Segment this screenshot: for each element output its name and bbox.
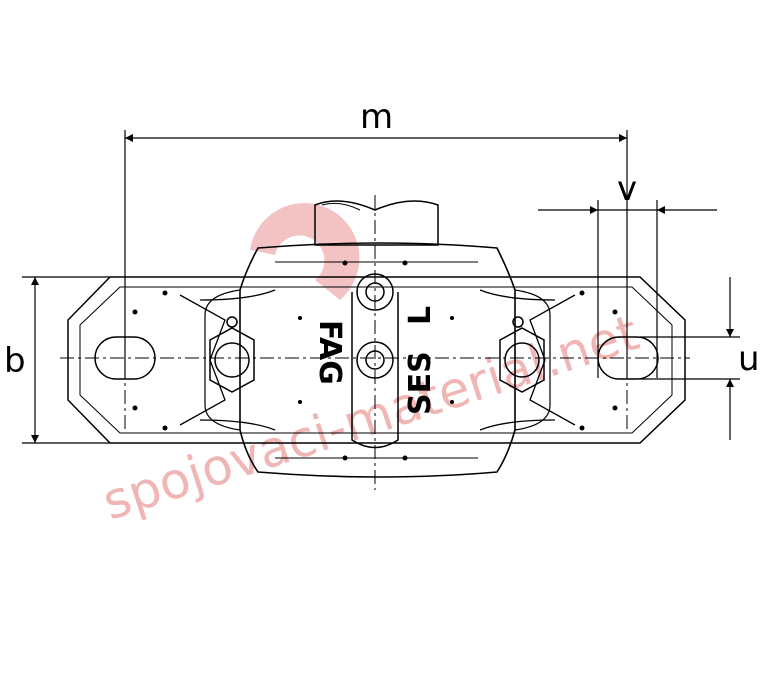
series-marking: SES <box>403 351 438 415</box>
dimension-u <box>640 277 740 440</box>
suffix-marking: L <box>403 306 438 325</box>
watermark-text: spojovaci-material.net <box>96 303 646 531</box>
side-ribs <box>179 289 576 431</box>
base-plate <box>67 276 686 444</box>
dimension-v <box>538 200 717 378</box>
dimension-b <box>22 276 110 444</box>
housing-body <box>204 242 551 478</box>
dimension-u-label: u <box>738 339 760 379</box>
shaft-end <box>314 200 439 246</box>
dimension-b-label: b <box>4 341 26 381</box>
dimension-m <box>124 130 628 378</box>
mounting-holes <box>132 260 618 461</box>
watermark-logo <box>250 203 360 300</box>
brand-marking: FAG <box>312 320 347 385</box>
dimension-m-label: m <box>360 97 393 137</box>
hex-nut-right <box>499 327 545 393</box>
hex-nut-left <box>209 327 255 393</box>
dimension-v-label: v <box>617 169 637 209</box>
